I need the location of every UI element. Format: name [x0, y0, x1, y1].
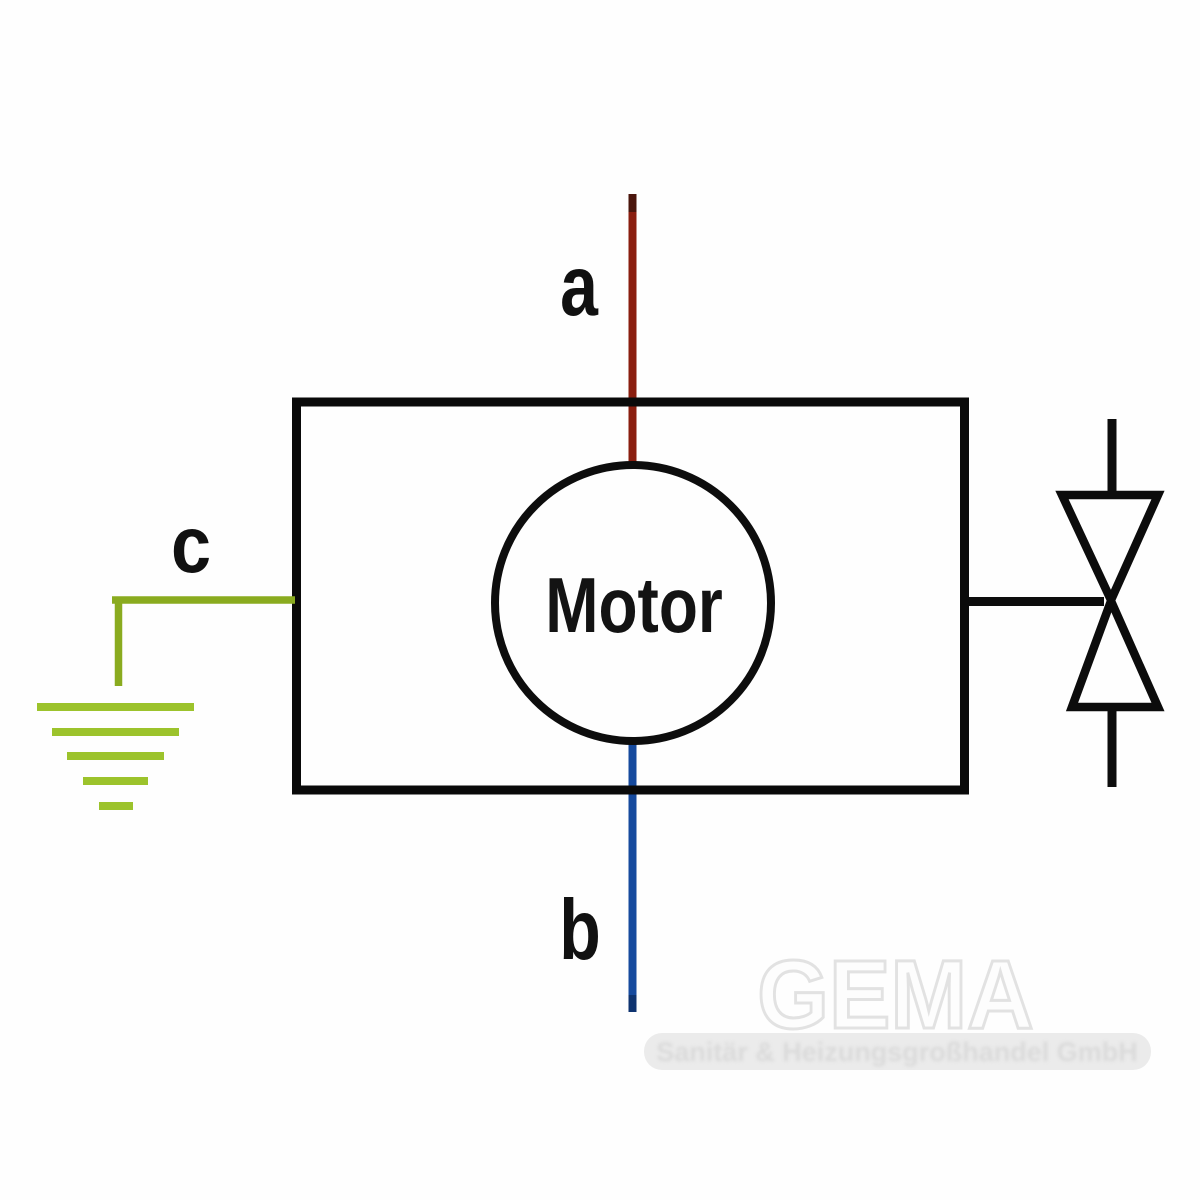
svg-text:Sanitär & Heizungsgroßhandel G: Sanitär & Heizungsgroßhandel GmbH — [656, 1037, 1138, 1067]
svg-text:c: c — [171, 501, 211, 590]
svg-text:a: a — [560, 239, 599, 334]
svg-text:b: b — [559, 883, 601, 978]
svg-text:GEMA: GEMA — [757, 941, 1033, 1050]
svg-text:Motor: Motor — [545, 562, 723, 649]
